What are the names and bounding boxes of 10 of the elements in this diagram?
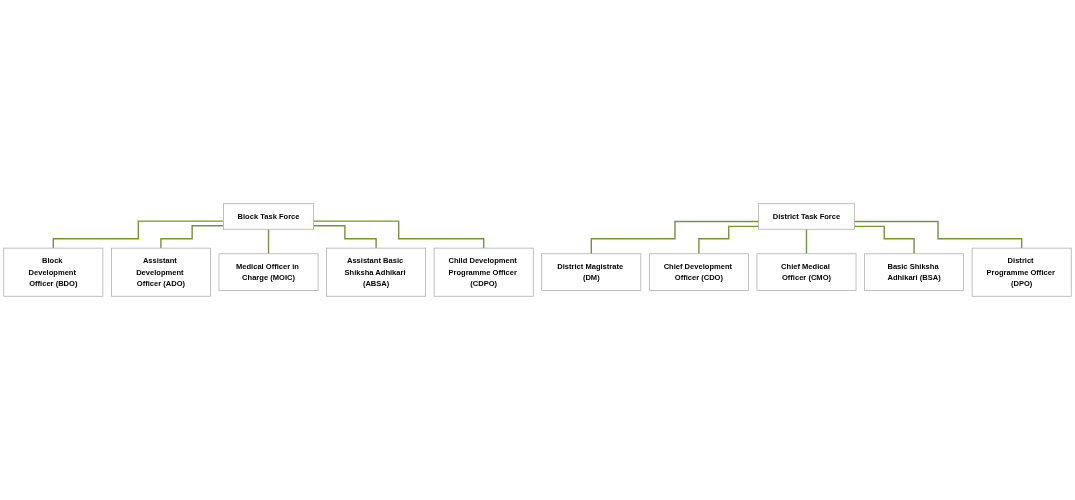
connector — [267, 228, 270, 255]
connector — [590, 220, 760, 255]
connector — [853, 220, 1023, 249]
connector — [312, 225, 377, 249]
connector — [160, 225, 225, 249]
connector — [52, 220, 225, 249]
connector — [853, 225, 915, 255]
connector — [312, 220, 485, 249]
connector — [698, 225, 760, 255]
connector — [805, 228, 808, 255]
